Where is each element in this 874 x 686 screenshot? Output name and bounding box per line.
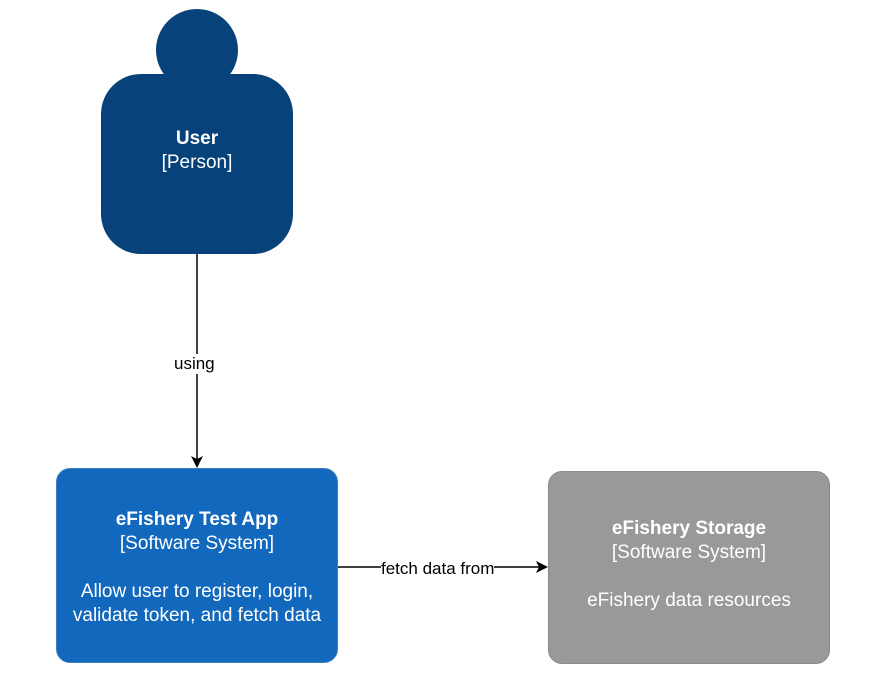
edge-label-fetch-data-from: fetch data from	[381, 559, 495, 579]
person-type: [Person]	[161, 152, 233, 173]
storage-system-node[interactable]: eFishery Storage [Software System] eFish…	[548, 471, 830, 664]
storage-name: eFishery Storage	[611, 517, 767, 539]
app-system-node[interactable]: eFishery Test App [Software System] Allo…	[56, 468, 338, 663]
storage-type: [Software System]	[611, 541, 767, 563]
app-description: Allow user to register, login, validate …	[73, 580, 321, 628]
app-description-line-1: Allow user to register, login,	[80, 580, 314, 602]
edge-label-using: using	[174, 354, 215, 374]
app-name: eFishery Test App	[115, 508, 279, 530]
person-name: User	[175, 128, 219, 149]
storage-description: eFishery data resources	[587, 589, 791, 611]
app-type: [Software System]	[119, 532, 275, 554]
person-user-node[interactable]: User [Person]	[101, 74, 293, 254]
app-description-line-2: validate token, and fetch data	[72, 604, 322, 626]
